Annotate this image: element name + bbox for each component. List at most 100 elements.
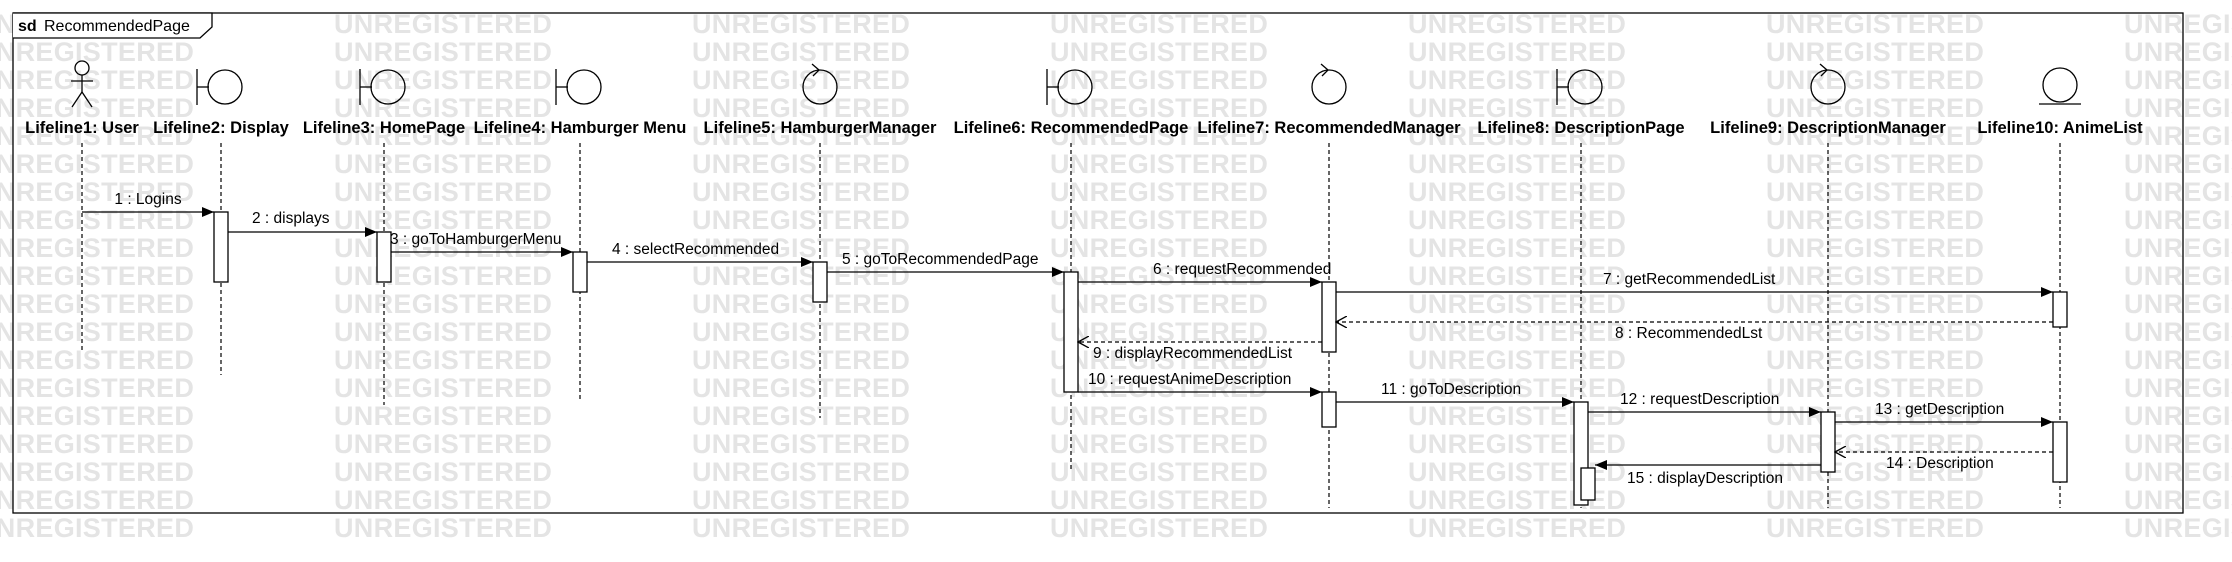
watermark-text: UNREGISTERED — [1050, 177, 1268, 207]
watermark-text: UNREGISTERED — [692, 205, 910, 235]
watermark-text: UNREGISTERED — [692, 149, 910, 179]
watermark-text: UNREGISTERED — [2124, 37, 2232, 67]
watermark-text: UNREGISTERED — [1766, 485, 1984, 515]
watermark-text: UNREGISTERED — [0, 93, 194, 123]
watermark-text: UNREGISTERED — [1050, 373, 1268, 403]
watermark-text: UNREGISTERED — [334, 457, 552, 487]
watermark-text: UNREGISTERED — [2124, 261, 2232, 291]
watermark-text: UNREGISTERED — [692, 373, 910, 403]
watermark-text: UNREGISTERED — [334, 429, 552, 459]
message-6: 6 : requestRecommended — [1078, 261, 1331, 287]
lifeline-label: Lifeline6: RecommendedPage — [954, 119, 1189, 137]
watermark-text: UNREGISTERED — [334, 317, 552, 347]
watermark-text: UNREGISTERED — [334, 289, 552, 319]
watermark-text: UNREGISTERED — [1408, 149, 1626, 179]
watermark-text: UNREGISTERED — [1408, 401, 1626, 431]
watermark-text: UNREGISTERED — [2124, 233, 2232, 263]
message-label: 8 : RecommendedLst — [1615, 325, 1763, 342]
message-4: 4 : selectRecommended — [587, 241, 813, 267]
watermark-text: UNREGISTERED — [1766, 233, 1984, 263]
watermark-text: UNREGISTERED — [2124, 345, 2232, 375]
watermark-text: UNREGISTERED — [692, 345, 910, 375]
watermark-text: UNREGISTERED — [334, 149, 552, 179]
activations — [213, 211, 2068, 506]
message-9: 9 : displayRecommendedList — [1078, 342, 1322, 362]
watermark-text: UNREGISTERED — [1408, 289, 1626, 319]
watermark-text: UNREGISTERED — [0, 429, 194, 459]
watermark-text: UNREGISTERED — [334, 345, 552, 375]
watermark-text: UNREGISTERED — [334, 373, 552, 403]
watermark-text: UNREGISTERED — [1050, 65, 1268, 95]
message-10: 10 : requestAnimeDescription — [1078, 371, 1322, 397]
watermark-text: UNREGISTERED — [0, 513, 194, 543]
watermark-text: UNREGISTERED — [1408, 205, 1626, 235]
message-label: 13 : getDescription — [1875, 401, 2004, 418]
boundary-icon — [196, 69, 243, 105]
watermark-text: UNREGISTERED — [1050, 149, 1268, 179]
watermark-text: UNREGISTERED — [0, 289, 194, 319]
watermark-text: UNREGISTERED — [692, 37, 910, 67]
lifeline-label: Lifeline2: Display — [153, 119, 290, 137]
message-label: 12 : requestDescription — [1620, 391, 1779, 408]
watermark-text: UNREGISTERED — [1766, 345, 1984, 375]
message-8: 8 : RecommendedLst — [1336, 322, 2053, 342]
watermark-text: UNREGISTERED — [1050, 401, 1268, 431]
watermark-text: UNREGISTERED — [1050, 345, 1268, 375]
watermark-text: UNREGISTERED — [692, 513, 910, 543]
message-2: 2 : displays — [228, 210, 377, 237]
watermark-text: UNREGISTERED — [692, 233, 910, 263]
activation-bar — [1580, 467, 1596, 501]
watermark-text: UNREGISTERED — [0, 401, 194, 431]
watermark-text: UNREGISTERED — [1408, 513, 1626, 543]
watermark-text: UNREGISTERED — [334, 233, 552, 263]
lifeline-label: Lifeline3: HomePage — [303, 119, 465, 137]
watermark-text: UNREGISTERED — [0, 121, 194, 151]
watermark-text: UNREGISTERED — [1766, 9, 1984, 39]
watermark-text: UNREGISTERED — [1408, 345, 1626, 375]
watermark-text: UNREGISTERED — [1408, 65, 1626, 95]
watermark-text: UNREGISTERED — [334, 177, 552, 207]
watermark-text: UNREGISTERED — [1766, 121, 1984, 151]
watermark-text: UNREGISTERED — [2124, 373, 2232, 403]
message-label: 2 : displays — [252, 210, 330, 227]
lifeline-home: Lifeline3: HomePage — [303, 69, 465, 405]
activation-bar — [812, 261, 828, 303]
watermark-text: UNREGISTERED — [1766, 429, 1984, 459]
watermark-text: UNREGISTERED — [2124, 485, 2232, 515]
boundary-icon — [555, 69, 602, 105]
watermark-text: UNREGISTERED — [0, 457, 194, 487]
lifeline-label: Lifeline4: Hamburger Menu — [474, 119, 687, 137]
watermark-text: UNREGISTERED — [1050, 93, 1268, 123]
watermark-text: UNREGISTERED — [334, 121, 552, 151]
message-12: 12 : requestDescription — [1588, 391, 1821, 417]
lifeline-label: Lifeline9: DescriptionManager — [1710, 119, 1946, 137]
watermark-text: UNREGISTERED — [1408, 429, 1626, 459]
watermark-text: UNREGISTERED — [692, 429, 910, 459]
watermark-text: UNREGISTERED — [0, 345, 194, 375]
message-label: 9 : displayRecommendedList — [1093, 345, 1293, 362]
frame-tab — [13, 12, 213, 39]
message-label: 4 : selectRecommended — [612, 241, 779, 258]
watermark-text: UNREGISTERED — [1766, 205, 1984, 235]
watermark-text: UNREGISTERED — [0, 233, 194, 263]
watermark-text: UNREGISTERED — [1766, 289, 1984, 319]
watermark-text: UNREGISTERED — [2124, 457, 2232, 487]
watermark-text: UNREGISTERED — [334, 9, 552, 39]
watermark-text: UNREGISTERED — [0, 177, 194, 207]
watermark-text: UNREGISTERED — [1050, 9, 1268, 39]
watermark-text: UNREGISTERED — [1766, 65, 1984, 95]
watermark-text: UNREGISTERED — [0, 317, 194, 347]
watermark-text: UNREGISTERED — [1050, 457, 1268, 487]
watermark-text: UNREGISTERED — [334, 93, 552, 123]
watermark-text: UNREGISTERED — [2124, 65, 2232, 95]
watermark-text: UNREGISTERED — [1050, 485, 1268, 515]
lifeline-user: Lifeline1: User — [25, 60, 139, 352]
watermark-text: UNREGISTERED — [692, 485, 910, 515]
frame-title: RecommendedPage — [44, 18, 190, 35]
watermark-text: UNREGISTERED — [1050, 37, 1268, 67]
watermark-text: UNREGISTERED — [1050, 233, 1268, 263]
watermark-text: UNREGISTERED — [692, 401, 910, 431]
watermark-text: UNREGISTERED — [1766, 93, 1984, 123]
watermark-text: UNREGISTERED — [334, 65, 552, 95]
